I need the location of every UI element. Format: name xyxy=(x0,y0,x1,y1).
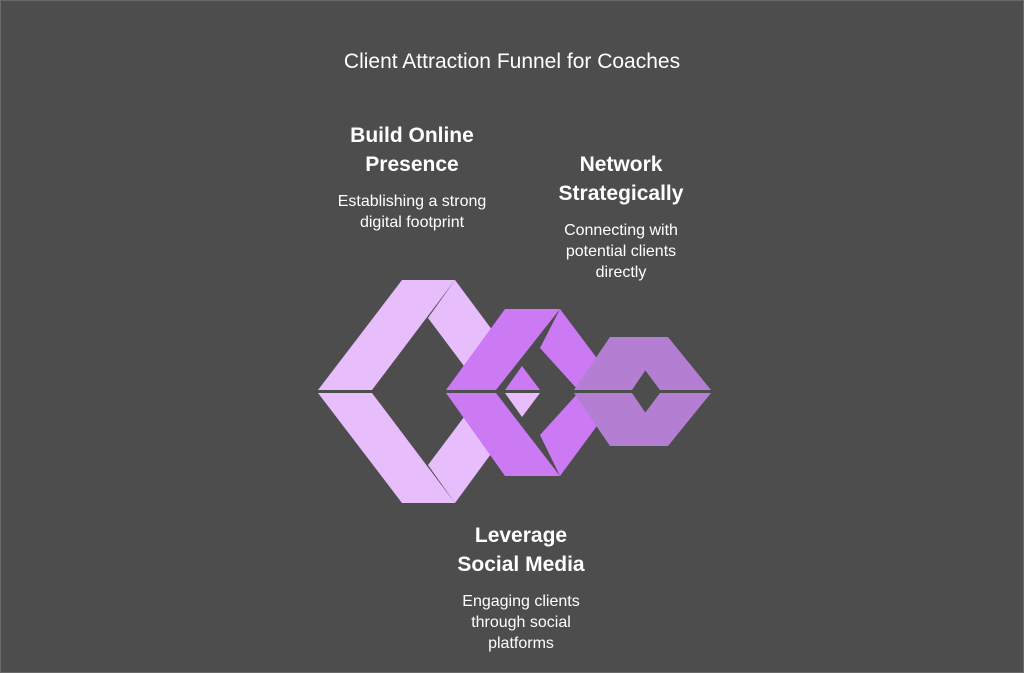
stage-description: Connecting with potential clients direct… xyxy=(531,220,711,283)
stage-shape-leverage-social-media xyxy=(574,337,711,446)
stage-description-line: platforms xyxy=(488,635,554,652)
stage-leverage-social-media: Leverage Social Media Engaging clients t… xyxy=(428,521,614,654)
stage-description-line: through social xyxy=(471,614,571,631)
stage-heading-line: Build Online xyxy=(350,124,474,147)
stage-heading-line: Presence xyxy=(365,153,459,176)
stage-description-line: digital footprint xyxy=(359,214,465,231)
stage-shape-network-strategically xyxy=(446,309,605,476)
large-shape-upper-left-bar xyxy=(318,280,455,390)
small-shape-upper-right-bar xyxy=(645,337,711,390)
medium-shape-upper-left-bar xyxy=(446,309,560,390)
stage-description-line: Engaging clients xyxy=(462,593,580,610)
stage-heading-line: Leverage xyxy=(474,524,568,547)
stage-heading: Network Strategically xyxy=(531,150,711,208)
stage-build-online-presence: Build Online Presence Establishing a str… xyxy=(322,121,502,233)
stage-heading-line: Strategically xyxy=(558,182,684,205)
stage-description-line: directly xyxy=(595,264,647,281)
small-shape-lower-right-bar xyxy=(645,393,711,446)
stage-heading: Build Online Presence xyxy=(322,121,502,179)
small-shape-upper-left-bar xyxy=(574,337,668,390)
small-shape-lower-left-bar xyxy=(574,393,668,446)
stage-description-line: Connecting with xyxy=(564,222,678,239)
stage-heading: Leverage Social Media xyxy=(428,521,614,579)
medium-shape-inner-upper xyxy=(505,366,540,390)
stage-heading-line: Social Media xyxy=(457,553,585,576)
stage-description: Establishing a strong digital footprint xyxy=(322,191,502,233)
large-shape-center-arrow xyxy=(505,393,540,417)
stage-description-line: potential clients xyxy=(565,243,677,260)
medium-shape-lower-left-bar xyxy=(446,393,560,476)
stage-heading-line: Network xyxy=(579,153,663,176)
large-shape-lower-left-bar xyxy=(318,393,455,503)
stage-description-line: Establishing a strong xyxy=(337,193,487,210)
stage-network-strategically: Network Strategically Connecting with po… xyxy=(531,150,711,283)
stage-description: Engaging clients through social platform… xyxy=(428,591,614,654)
diagram-title: Client Attraction Funnel for Coaches xyxy=(343,50,681,73)
